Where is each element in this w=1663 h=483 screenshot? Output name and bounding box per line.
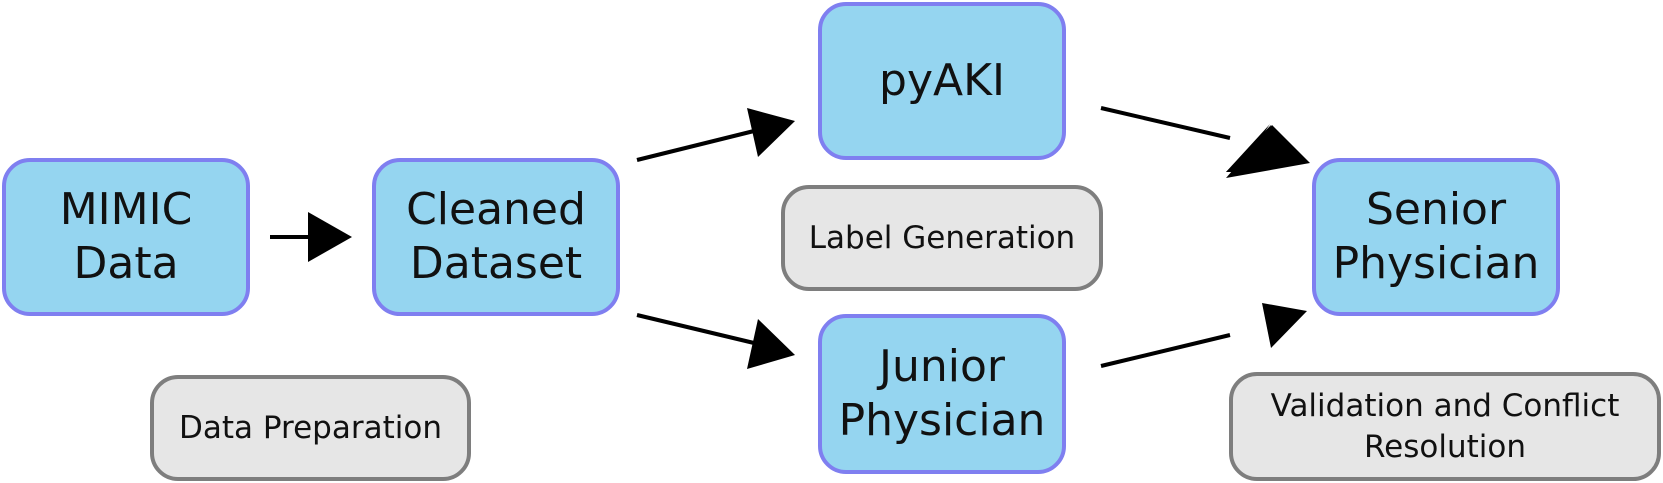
validation-stage: Validation and Conflict Resolution — [1229, 372, 1661, 481]
pyaki-label: pyAKI — [879, 55, 1005, 107]
arrow-mimic-to-cleaned — [270, 212, 352, 262]
senior-physician-label: Senior Physician — [1332, 184, 1540, 289]
validation-label: Validation and Conflict Resolution — [1270, 388, 1620, 465]
label-generation-label: Label Generation — [808, 219, 1076, 256]
cleaned-dataset-node: Cleaned Dataset — [372, 158, 620, 316]
arrow-junior-to-senior — [1100, 303, 1307, 368]
arrow-cleaned-to-junior — [636, 313, 795, 369]
junior-physician-label: Junior Physician — [838, 341, 1046, 446]
mimic-data-label: MIMIC Data — [59, 184, 193, 289]
junior-physician-node: Junior Physician — [818, 314, 1066, 474]
cleaned-dataset-label: Cleaned Dataset — [406, 184, 586, 289]
arrow-pyaki-to-senior — [1100, 106, 1310, 178]
arrow-cleaned-to-pyaki — [636, 108, 795, 162]
label-generation-stage: Label Generation — [781, 185, 1103, 291]
data-preparation-stage: Data Preparation — [150, 375, 471, 481]
senior-physician-node: Senior Physician — [1312, 158, 1560, 316]
pyaki-node: pyAKI — [818, 2, 1066, 160]
data-preparation-label: Data Preparation — [179, 409, 442, 446]
mimic-data-node: MIMIC Data — [2, 158, 250, 316]
